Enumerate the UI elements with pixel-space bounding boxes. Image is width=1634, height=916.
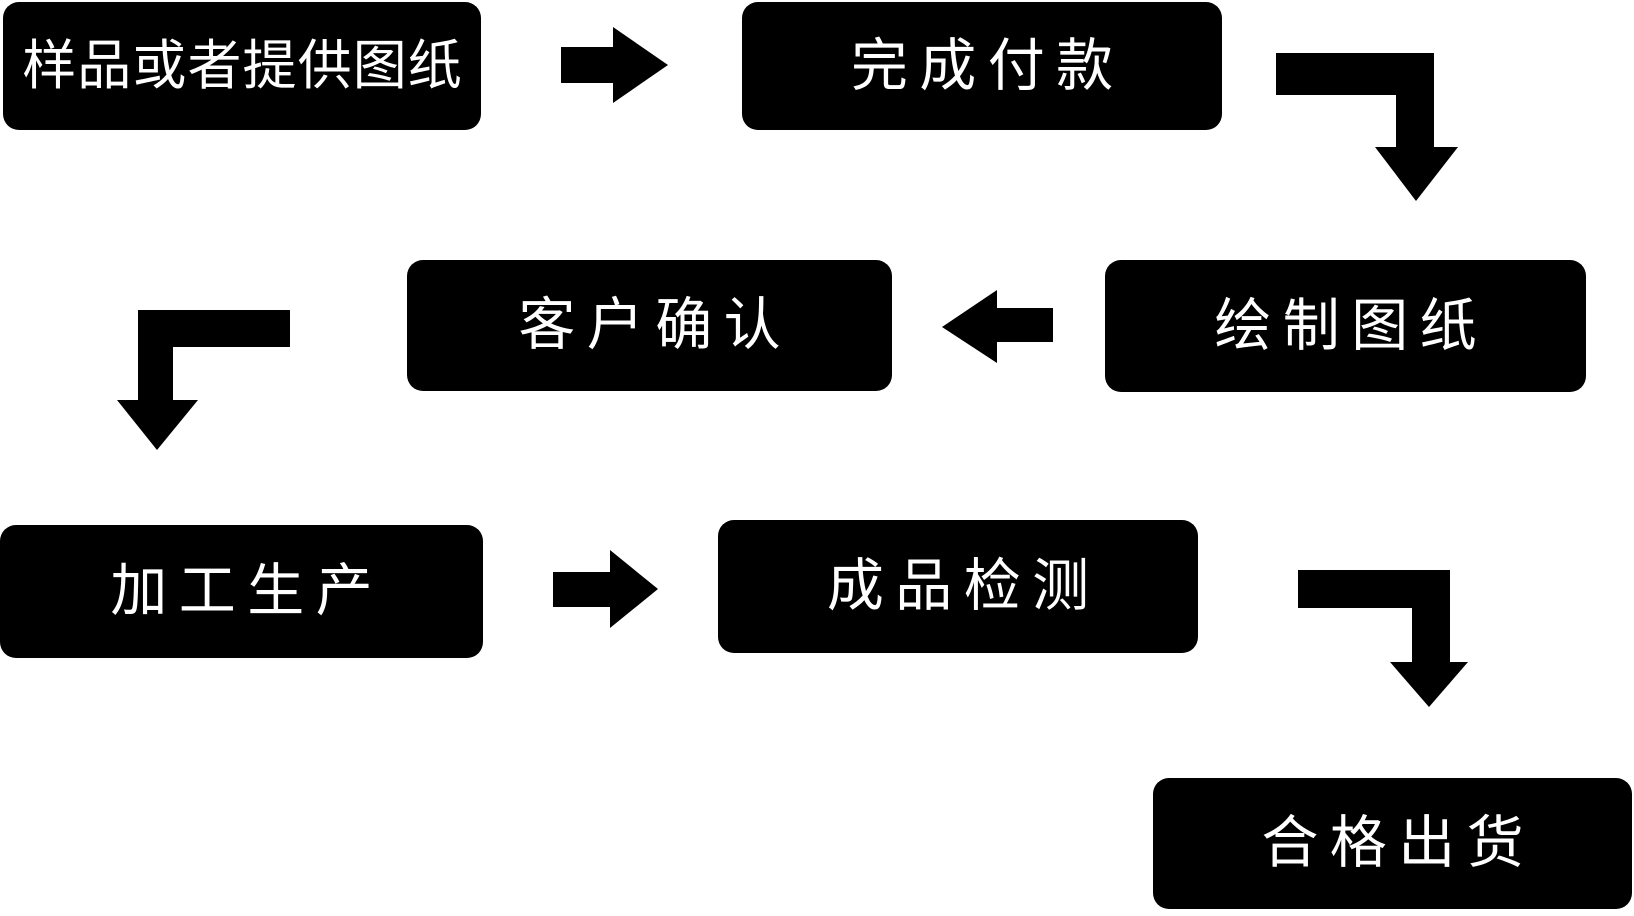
flow-node-customer-confirm: 客户确认 [407, 260, 892, 391]
flow-node-sample-or-drawing: 样品或者提供图纸 [3, 2, 481, 130]
elbow-arrow-down-left-shape [117, 310, 290, 450]
node-label: 完成付款 [850, 32, 1125, 99]
flow-node-draw-drawings: 绘制图纸 [1105, 260, 1586, 392]
arrow-left-shape [942, 290, 1053, 363]
flow-node-processing-production: 加工生产 [0, 525, 483, 658]
elbow-arrow-down-icon [1298, 570, 1468, 707]
flow-node-qualified-shipment: 合格出货 [1153, 778, 1632, 909]
elbow-arrow-down-shape [1276, 53, 1458, 201]
arrow-left-icon [942, 290, 1053, 363]
node-label: 合格出货 [1261, 810, 1535, 876]
node-label: 客户确认 [518, 292, 792, 358]
node-label: 加工生产 [110, 558, 384, 624]
node-label: 成品检测 [826, 553, 1101, 619]
arrow-right-shape [553, 550, 658, 628]
elbow-arrow-down-left-icon [117, 310, 290, 450]
elbow-arrow-down-icon [1276, 53, 1458, 201]
flow-node-product-inspection: 成品检测 [718, 520, 1198, 653]
flow-node-complete-payment: 完成付款 [742, 2, 1222, 130]
node-label: 样品或者提供图纸 [22, 34, 463, 97]
node-label: 绘制图纸 [1214, 292, 1488, 359]
arrow-right-shape [561, 27, 668, 103]
arrow-right-icon [553, 550, 658, 628]
arrow-right-icon [561, 27, 668, 103]
elbow-arrow-down-shape [1298, 570, 1468, 707]
